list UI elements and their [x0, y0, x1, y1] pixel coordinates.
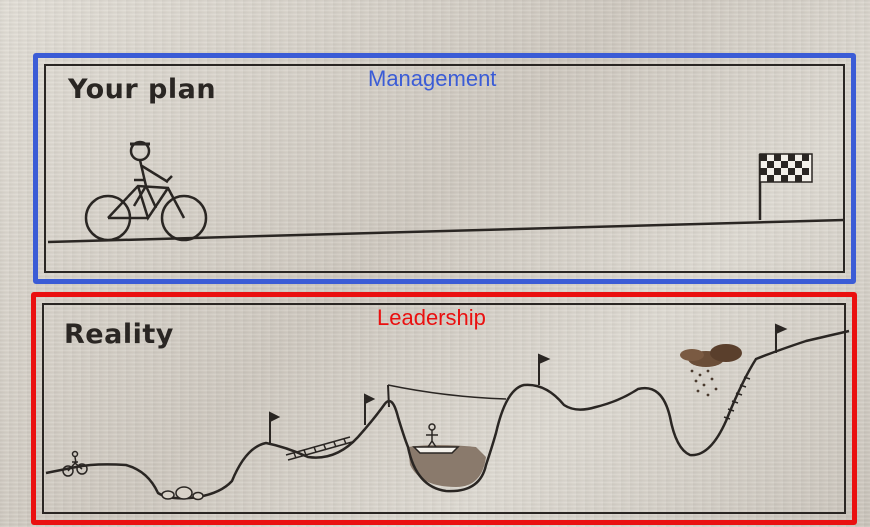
reality-frame	[42, 303, 846, 514]
storm-cloud-icon	[680, 344, 742, 397]
rope-line	[387, 384, 507, 400]
finish-flag-icon	[758, 153, 813, 220]
cyclist-icon	[62, 450, 88, 477]
flag-icon	[538, 353, 551, 385]
cliff-hatch	[723, 376, 751, 420]
plan-ground-line	[47, 218, 845, 244]
flag-icon	[269, 411, 281, 445]
reality-scene	[45, 323, 850, 501]
reality-terrain-line	[45, 329, 850, 500]
water-pit	[408, 445, 486, 487]
flag-icon	[775, 323, 788, 353]
plan-panel: Your plan Management	[33, 53, 856, 284]
management-label: Management	[368, 66, 497, 91]
rocks-icon	[161, 486, 204, 501]
reality-panel: Reality Leadership	[31, 292, 857, 525]
plan-frame	[44, 64, 845, 273]
flag-icon	[364, 393, 376, 425]
boat-icon	[412, 423, 460, 454]
bridge-icon	[285, 436, 353, 461]
rope-post	[387, 384, 390, 408]
reality-title: Reality	[64, 319, 174, 350]
plan-scene	[47, 140, 845, 244]
cyclist-icon	[84, 140, 208, 242]
leadership-label: Leadership	[377, 305, 486, 330]
plan-title: Your plan	[68, 74, 217, 105]
